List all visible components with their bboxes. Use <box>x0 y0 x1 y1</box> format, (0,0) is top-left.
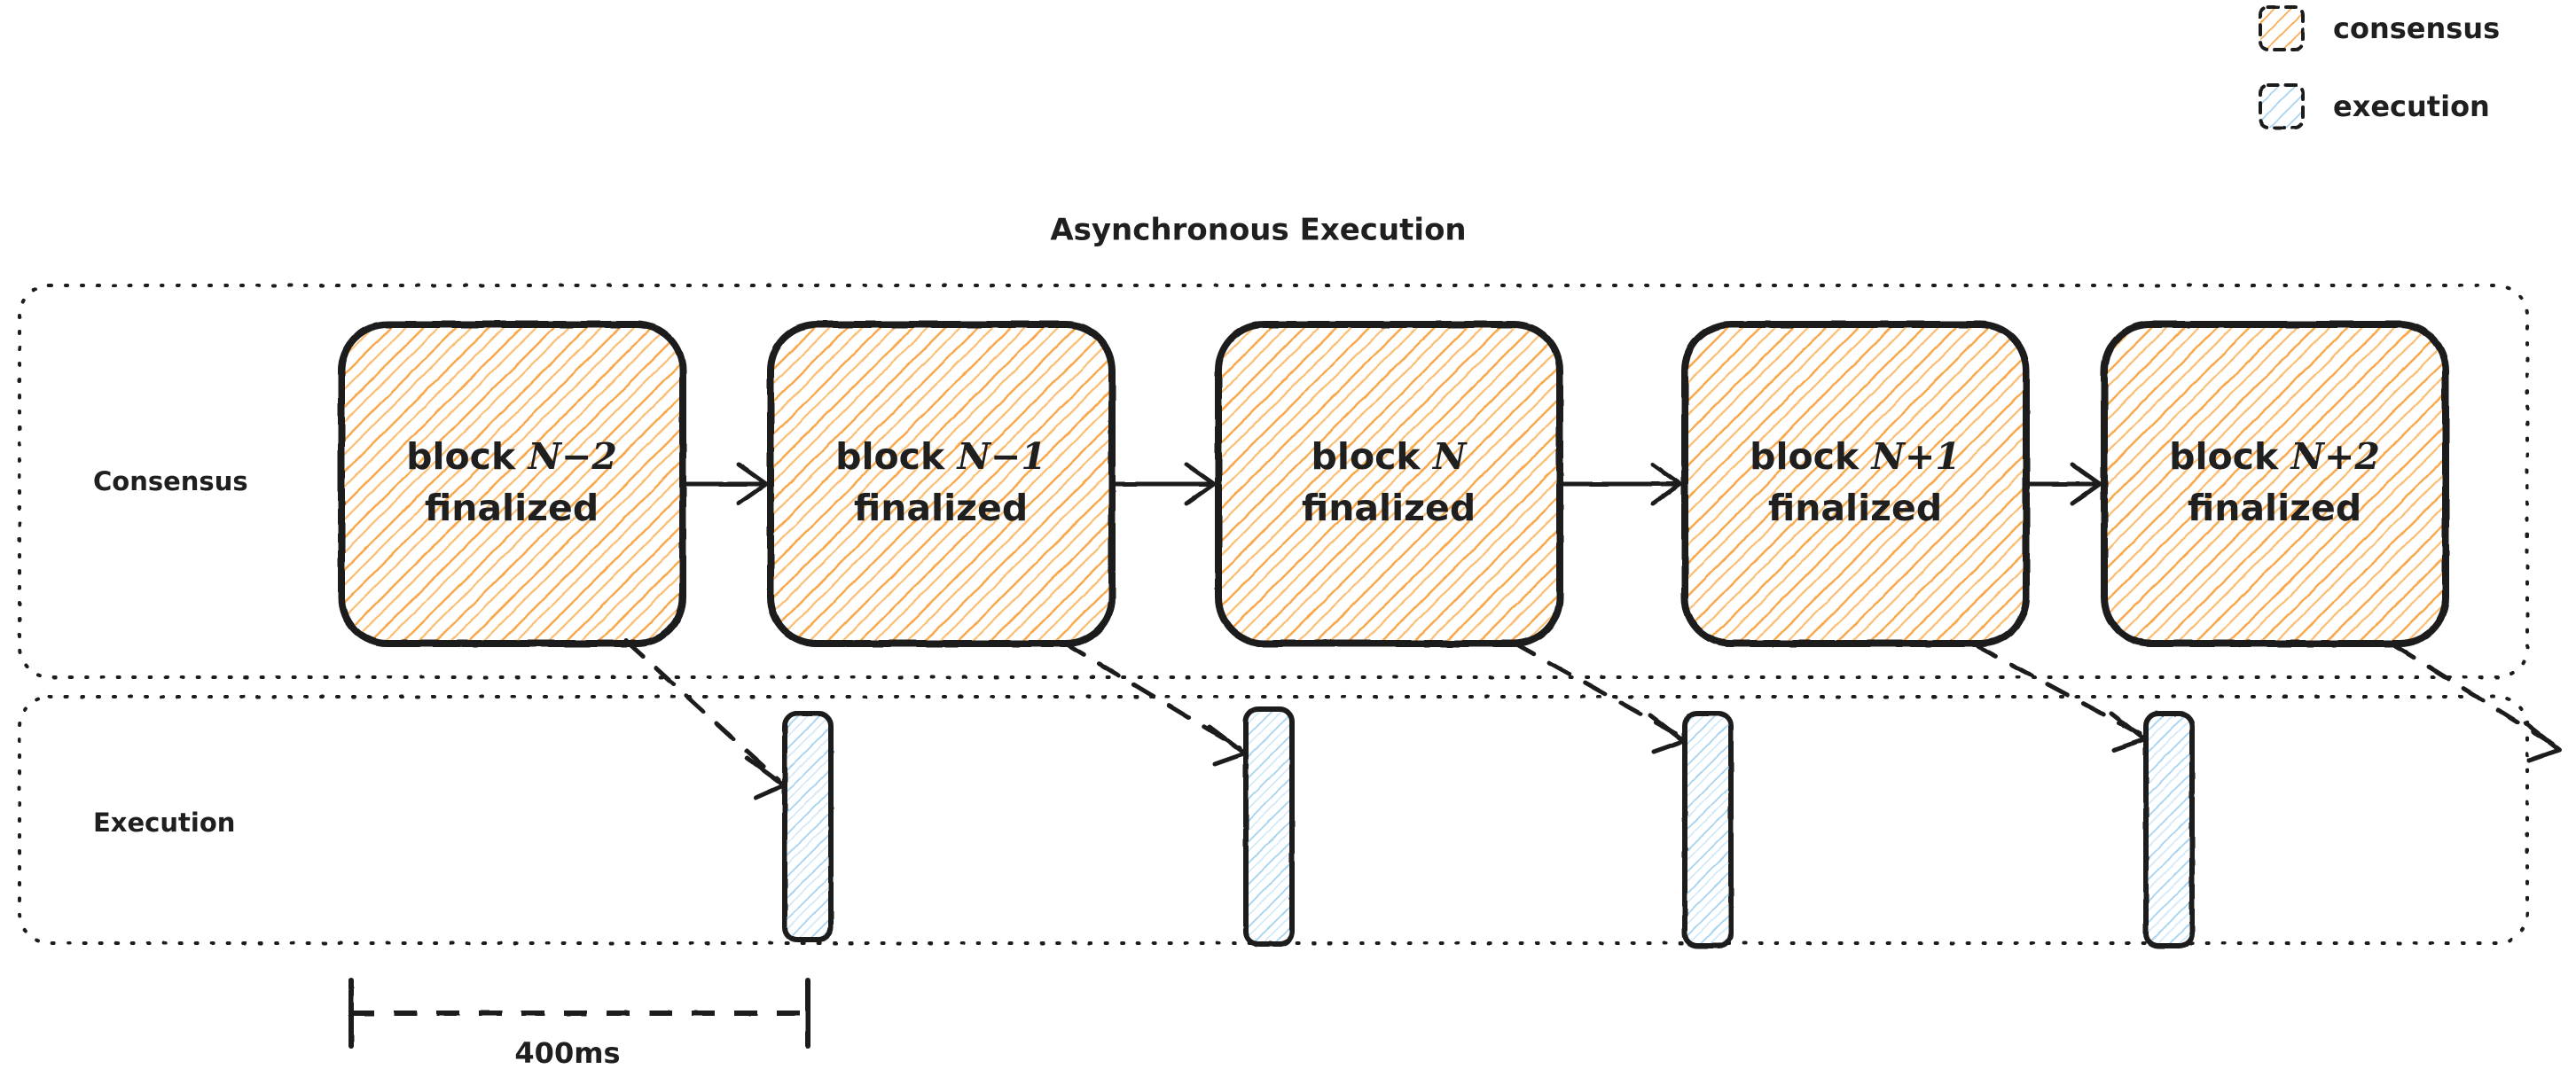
block-5-index: N+2 <box>2290 435 2380 478</box>
svg-text:block N−2: block N−2 <box>406 435 617 479</box>
measure-label: 400ms <box>514 1036 620 1070</box>
consensus-block-4[interactable] <box>1681 321 2030 647</box>
consensus-arrow-1 <box>684 462 769 506</box>
block-1-index: N−2 <box>527 435 617 478</box>
consensus-block-2[interactable] <box>767 321 1116 647</box>
block-5-line1: block <box>2169 435 2290 478</box>
consensus-arrow-3 <box>1561 462 1683 506</box>
execution-bar-4[interactable] <box>2143 711 2195 948</box>
block-4-line2: finalized <box>1768 487 1942 529</box>
svg-text:block N+2: block N+2 <box>2169 435 2380 479</box>
lane-label-execution: Execution <box>93 808 235 838</box>
block-2-line1: block <box>835 435 957 478</box>
legend-label-consensus: consensus <box>2333 12 2500 45</box>
block-3-index: N <box>1431 435 1468 478</box>
legend-consensus-swatch <box>2259 5 2305 51</box>
dispatch-arrow-2 <box>1061 640 1248 767</box>
svg-text:block N−1: block N−1 <box>835 435 1046 479</box>
execution-bar-2[interactable] <box>1243 706 1295 947</box>
block-5-line2: finalized <box>2188 487 2361 529</box>
consensus-arrow-4 <box>2027 462 2102 506</box>
dispatch-arrow-1 <box>623 638 787 800</box>
dispatch-arrow-5-offscreen <box>2392 643 2562 763</box>
execution-lane-container <box>18 695 2529 945</box>
execution-bar-1[interactable] <box>782 711 834 942</box>
svg-text:block N+1: block N+1 <box>1750 435 1961 479</box>
dispatch-arrow-3 <box>1511 640 1687 754</box>
diagram-title: Asynchronous Execution <box>1050 213 1466 248</box>
consensus-block-1-label: block N−2 finalized <box>406 435 617 530</box>
consensus-block-4-label: block N+1 finalized <box>1750 435 1961 530</box>
block-2-index: N−1 <box>956 435 1046 478</box>
lane-label-consensus: Consensus <box>93 466 248 496</box>
block-3-line1: block <box>1311 435 1433 478</box>
consensus-arrow-2 <box>1113 462 1217 506</box>
block-1-line2: finalized <box>425 487 599 529</box>
consensus-block-5[interactable] <box>2101 321 2449 647</box>
legend-execution-swatch <box>2259 83 2305 129</box>
consensus-block-3-label: block N finalized <box>1302 435 1476 530</box>
block-2-line2: finalized <box>854 487 1028 529</box>
svg-text:block N: block N <box>1311 435 1468 479</box>
consensus-block-5-label: block N+2 finalized <box>2169 435 2380 530</box>
consensus-block-2-label: block N−1 finalized <box>835 435 1046 530</box>
block-3-line2: finalized <box>1302 487 1476 529</box>
consensus-block-3[interactable] <box>1215 321 1563 647</box>
measure-bracket <box>348 978 810 1049</box>
legend-label-execution: execution <box>2333 90 2490 123</box>
block-1-line1: block <box>406 435 528 478</box>
block-4-index: N+1 <box>1870 435 1961 478</box>
execution-bar-3[interactable] <box>1682 711 1734 948</box>
dispatch-arrow-4 <box>1973 643 2147 753</box>
consensus-block-1[interactable] <box>338 321 686 647</box>
block-4-line1: block <box>1750 435 1871 478</box>
